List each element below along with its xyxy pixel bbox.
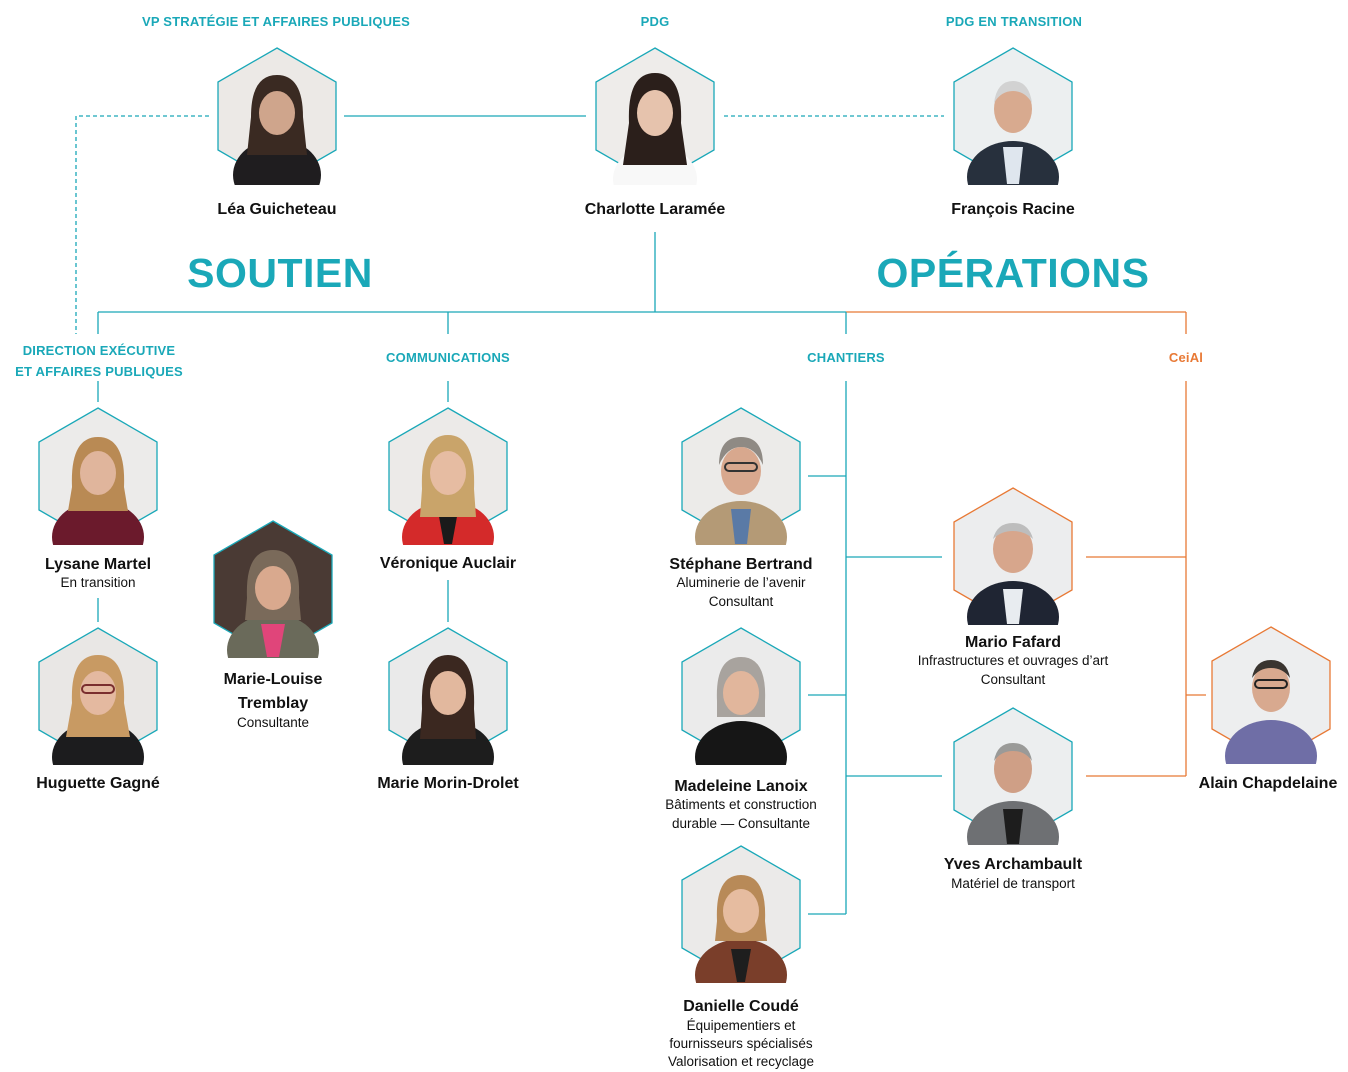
direction-role-line1: DIRECTION EXÉCUTIVE [22,343,176,358]
danielle-sub3: Valorisation et recyclage [667,1054,815,1069]
marie-morin-photo [388,627,508,765]
marie-morin-name: Marie Morin-Drolet [377,775,519,792]
communications-role: COMMUNICATIONS [386,350,510,365]
mario-sub2: Consultant [980,672,1046,687]
veronique-photo [388,407,508,545]
mario-sub1: Infrastructures et ouvrages d’art [917,653,1109,668]
danielle-photo [681,845,801,983]
connector-vp-direction [75,115,209,334]
madeleine-sub2: durable — Consultante [671,816,811,831]
stephane-photo [681,407,801,545]
operations-heading: OPÉRATIONS [876,250,1150,296]
vp-role-label: VP STRATÉGIE ET AFFAIRES PUBLIQUES [141,14,411,29]
transition-role-label: PDG EN TRANSITION [945,14,1083,29]
veronique-name: Véronique Auclair [379,555,517,572]
pdg-role-label: PDG [640,14,670,29]
chantiers-role: CHANTIERS [807,350,885,365]
stephane-sub1: Aluminerie de l’avenir [676,575,806,590]
lysane-photo [38,407,158,545]
huguette-photo [38,627,158,765]
direction-role-line2: ET AFFAIRES PUBLIQUES [15,364,183,379]
marie-louise-name-line2: Tremblay [237,695,309,712]
lea-name: Léa Guicheteau [217,201,337,218]
marie-louise-subtitle: Consultante [236,715,310,730]
alain-name: Alain Chapdelaine [1198,775,1338,792]
ceial-role: CeiAl [1168,350,1204,365]
danielle-name: Danielle Coudé [683,998,799,1015]
marie-louise-name-line1: Marie-Louise [223,671,323,688]
danielle-sub1: Équipementiers et [686,1018,796,1033]
mario-photo [953,487,1073,625]
huguette-name: Huguette Gagné [36,775,160,792]
francois-name: François Racine [951,201,1075,218]
charlotte-photo [595,47,715,185]
stephane-name: Stéphane Bertrand [669,556,813,573]
marie-louise-photo [213,520,333,658]
alain-photo [1211,626,1331,764]
yves-photo [953,707,1073,845]
francois-photo [953,47,1073,185]
lysane-name: Lysane Martel [44,556,152,573]
mario-name: Mario Fafard [964,634,1061,651]
lea-photo [217,47,337,185]
madeleine-name: Madeleine Lanoix [674,778,808,795]
madeleine-photo [681,627,801,765]
danielle-sub2: fournisseurs spécialisés [669,1036,813,1051]
charlotte-name: Charlotte Laramée [584,201,726,218]
stephane-sub2: Consultant [708,594,774,609]
madeleine-sub1: Bâtiments et construction [665,797,817,812]
lysane-subtitle: En transition [60,575,136,590]
yves-name: Yves Archambault [943,856,1083,873]
soutien-heading: SOUTIEN [187,250,373,296]
yves-sub1: Matériel de transport [951,876,1075,891]
